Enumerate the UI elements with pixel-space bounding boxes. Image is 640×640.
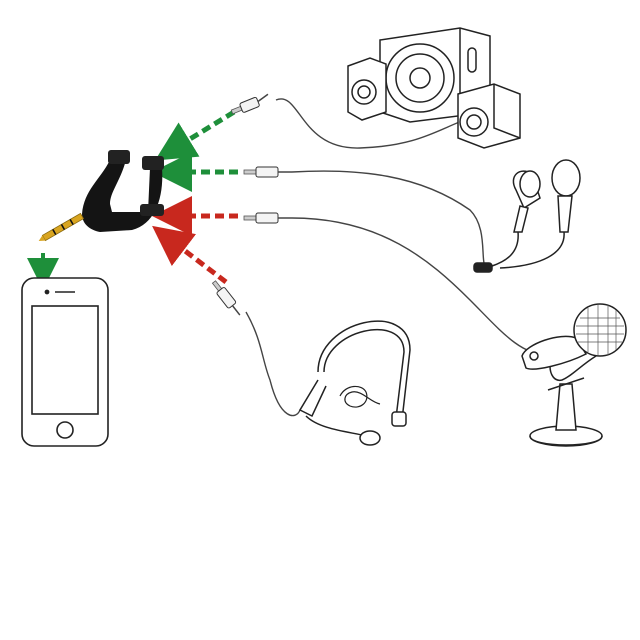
microphone-cable bbox=[291, 217, 549, 356]
y-splitter-icon bbox=[38, 150, 164, 242]
jack-plug-earphones bbox=[243, 166, 292, 178]
headset-microphone-icon bbox=[298, 320, 411, 446]
arrows bbox=[27, 109, 238, 290]
jack-plug-speakers bbox=[230, 93, 269, 115]
cables bbox=[245, 98, 549, 417]
earphones-icon bbox=[473, 159, 581, 273]
desk-microphone-icon bbox=[521, 303, 627, 447]
headset-cable bbox=[245, 311, 301, 417]
speaker-cable bbox=[275, 98, 471, 149]
arrow-headset-to-adapter bbox=[152, 225, 228, 284]
arrow-speakers-to-adapter bbox=[154, 109, 236, 161]
jack-plug-microphone bbox=[243, 212, 292, 224]
smartphone-icon bbox=[21, 277, 109, 447]
earphone-cable bbox=[291, 170, 489, 269]
speaker-set-icon bbox=[347, 27, 521, 149]
jack-plug-headset bbox=[211, 280, 241, 316]
